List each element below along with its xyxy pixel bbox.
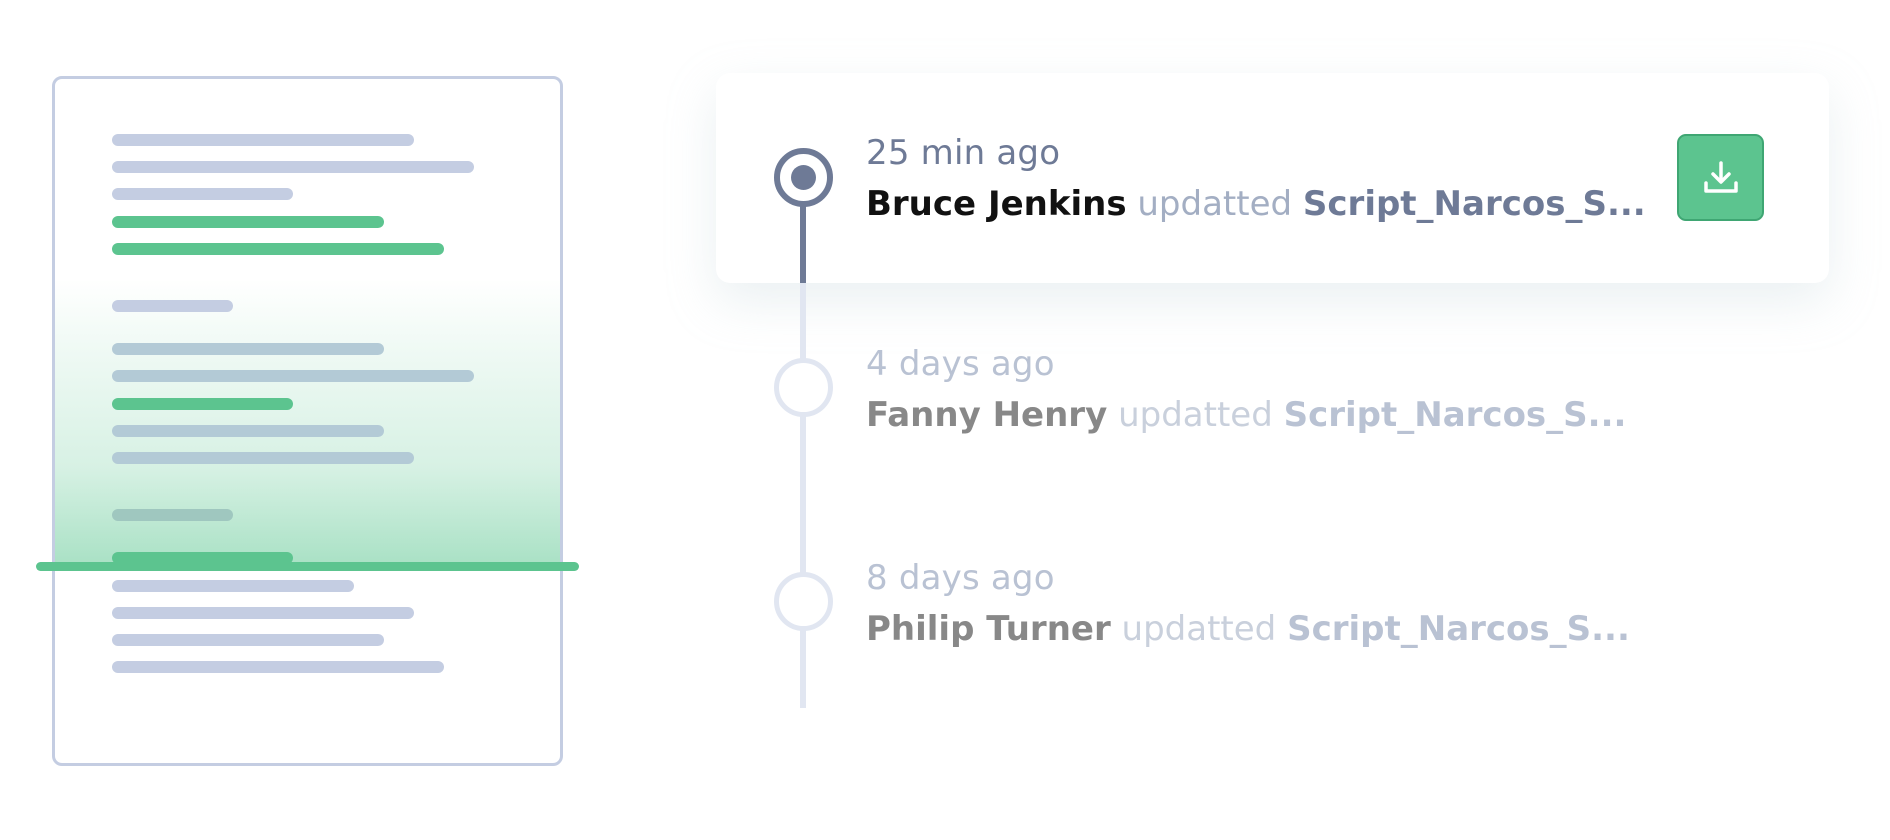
entry-verb: updatted [1118, 395, 1273, 435]
timeline-node[interactable] [774, 572, 833, 631]
document-heading-line [112, 509, 233, 521]
timeline-entry[interactable]: 8 days ago Philip Turner updatted Script… [866, 558, 1630, 651]
entry-user: Fanny Henry [866, 395, 1108, 435]
timeline-node-active[interactable] [774, 148, 833, 207]
document-text-line [112, 161, 474, 173]
document-changed-line [112, 216, 384, 228]
document-changed-line [112, 552, 293, 564]
entry-file[interactable]: Script_Narcos_S... [1283, 395, 1627, 435]
document-text-line [112, 370, 474, 382]
timeline-node-dot [791, 165, 816, 190]
document-text-line [112, 607, 414, 619]
document-changed-line [112, 243, 444, 255]
entry-user: Bruce Jenkins [866, 184, 1127, 224]
document-text-line [112, 661, 444, 673]
document-text-line [112, 343, 384, 355]
timeline-node[interactable] [774, 358, 833, 417]
document-changed-line [112, 398, 293, 410]
document-text-line [112, 425, 384, 437]
scan-highlight-area [55, 279, 560, 567]
document-text-line [112, 188, 293, 200]
document-text-line [112, 580, 354, 592]
entry-file[interactable]: Script_Narcos_S... [1302, 184, 1646, 224]
entry-verb: updatted [1137, 184, 1293, 224]
download-button[interactable] [1677, 134, 1764, 221]
entry-description: Fanny Henry updatted Script_Narcos_S... [866, 393, 1626, 437]
entry-description: Bruce Jenkins updatted Script_Narcos_S..… [866, 182, 1646, 226]
document-text-line [112, 634, 384, 646]
document-heading-line [112, 300, 233, 312]
entry-description: Philip Turner updatted Script_Narcos_S..… [866, 607, 1630, 651]
document-preview [52, 76, 563, 766]
entry-verb: updatted [1121, 609, 1277, 649]
scan-bar [36, 562, 579, 571]
document-text-line [112, 452, 414, 464]
document-text-line [112, 134, 414, 146]
timeline-track [800, 280, 806, 708]
entry-file[interactable]: Script_Narcos_S... [1287, 609, 1630, 649]
entry-time: 8 days ago [866, 558, 1055, 598]
active-version-card[interactable] [716, 73, 1829, 283]
timeline-entry[interactable]: 25 min ago Bruce Jenkins updatted Script… [866, 133, 1646, 226]
timeline-track-active [800, 203, 806, 283]
download-icon [1703, 160, 1738, 193]
entry-user: Philip Turner [866, 609, 1111, 649]
timeline-entry[interactable]: 4 days ago Fanny Henry updatted Script_N… [866, 344, 1626, 437]
entry-time: 25 min ago [866, 133, 1061, 173]
entry-time: 4 days ago [866, 344, 1055, 384]
